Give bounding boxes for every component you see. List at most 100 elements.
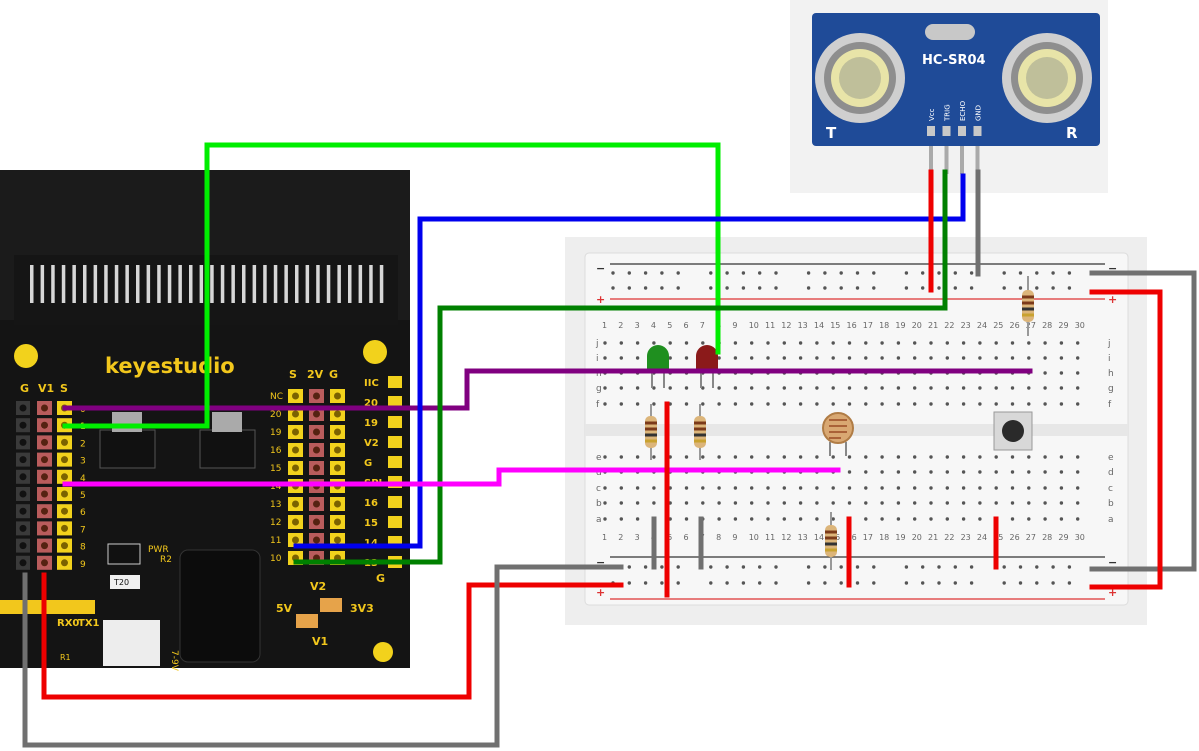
breadboard-hole (1076, 486, 1080, 490)
edge-finger (136, 265, 140, 303)
header-pin-hole (41, 473, 48, 481)
header-pin-hole (334, 392, 341, 400)
resistor-band (694, 427, 706, 431)
rail-hole (904, 271, 909, 275)
rail-symbol: + (596, 586, 605, 599)
resistor-band (645, 439, 657, 443)
breadboard-hole (978, 386, 982, 390)
header-pin-hole (19, 524, 27, 532)
column-number: 24 (977, 533, 987, 542)
column-number: 30 (1075, 533, 1085, 542)
header-pin-hole (61, 507, 68, 515)
breadboard-hole (815, 402, 819, 406)
breadboard-hole (896, 402, 901, 406)
breadboard-hole (961, 486, 966, 490)
column-number: 10 (749, 533, 759, 542)
column-number: 18 (879, 321, 889, 330)
breadboard-hole (961, 455, 966, 459)
sensor-pin-label: TRIG (944, 104, 952, 122)
edge-finger (252, 265, 257, 303)
breadboard-hole (766, 341, 770, 345)
column-number: 2 (618, 321, 623, 330)
breadboard-hole (1076, 371, 1080, 375)
edge-finger (199, 265, 204, 303)
breadboard-hole (782, 517, 786, 521)
column-number: 5 (667, 533, 672, 542)
rail-hole (806, 286, 811, 290)
header-pin-hole (41, 421, 48, 429)
rail-hole (611, 271, 615, 275)
breadboard-hole (815, 455, 819, 459)
pin-label-s: S (60, 382, 68, 395)
breadboard-hole (652, 486, 656, 490)
breadboard-hole (847, 455, 852, 459)
breadboard-hole (798, 356, 803, 360)
column-number: 23 (961, 533, 971, 542)
rail-hole (758, 271, 762, 275)
breadboard-hole (1059, 455, 1064, 459)
rail-hole (823, 271, 827, 275)
rail-hole (937, 581, 941, 585)
edge-finger (369, 265, 373, 303)
breadboard-hole (1059, 402, 1064, 406)
rail-hole (725, 565, 729, 569)
column-number: 16 (847, 533, 857, 542)
breadboard-hole (717, 517, 721, 521)
breadboard-hole (1076, 356, 1080, 360)
rail-hole (611, 286, 615, 290)
breadboard-hole (668, 356, 672, 360)
edge-finger (167, 265, 172, 303)
breadboard-hole (635, 386, 640, 390)
breadboard-hole (896, 501, 901, 505)
breadboard-hole (733, 341, 738, 345)
breadboard-hole (978, 455, 982, 459)
side-pin (388, 396, 402, 408)
breadboard-hole (1043, 356, 1047, 360)
header-pin-hole (41, 559, 48, 567)
rail-hole (1051, 271, 1055, 275)
header-pin-hole (313, 392, 320, 400)
rail-hole (969, 565, 974, 569)
breadboard-hole (684, 402, 689, 406)
rx0-label: RX0 (57, 618, 79, 629)
breadboard-hole (994, 501, 998, 505)
breadboard-hole (929, 356, 933, 360)
breadboard-hole (1076, 470, 1080, 474)
rail-hole (1035, 581, 1039, 585)
resistor-band (694, 421, 706, 425)
rail-hole (855, 581, 860, 585)
edge-finger (157, 265, 161, 303)
breadboard-hole (913, 356, 917, 360)
breadboard-hole (733, 501, 738, 505)
breadboard-hole (815, 356, 819, 360)
pwr-label: PWR (148, 545, 169, 555)
rail-hole (774, 286, 778, 290)
sensor-pin-label: Vcc (928, 108, 936, 121)
breadboard-hole (782, 356, 786, 360)
breadboard-hole (945, 486, 949, 490)
column-number: 24 (977, 321, 987, 330)
wires (22, 142, 1197, 748)
v1-label: V1 (312, 635, 328, 648)
rail-hole (1035, 286, 1039, 290)
breadboard-hole (603, 486, 607, 490)
breadboard-hole (945, 356, 949, 360)
header-pin-hole (292, 446, 299, 454)
rail-hole (1002, 271, 1006, 275)
breadboard-hole (619, 356, 623, 360)
breadboard-hole (701, 341, 705, 345)
header-pin-hole (334, 536, 341, 544)
rail-hole (969, 286, 974, 290)
breadboard-hole (1010, 486, 1015, 490)
sensor-pin-lead (975, 146, 980, 174)
pin-label-g: G (20, 382, 29, 395)
left-pin-number: 3 (80, 457, 86, 467)
rail-hole (823, 286, 827, 290)
breadboard-hole (847, 402, 852, 406)
breadboard-hole (701, 486, 705, 490)
rail-hole (758, 286, 762, 290)
breadboard-hole (1059, 486, 1064, 490)
breadboard-hole (847, 386, 852, 390)
rail-hole (937, 271, 941, 275)
breadboard-hole (603, 402, 607, 406)
